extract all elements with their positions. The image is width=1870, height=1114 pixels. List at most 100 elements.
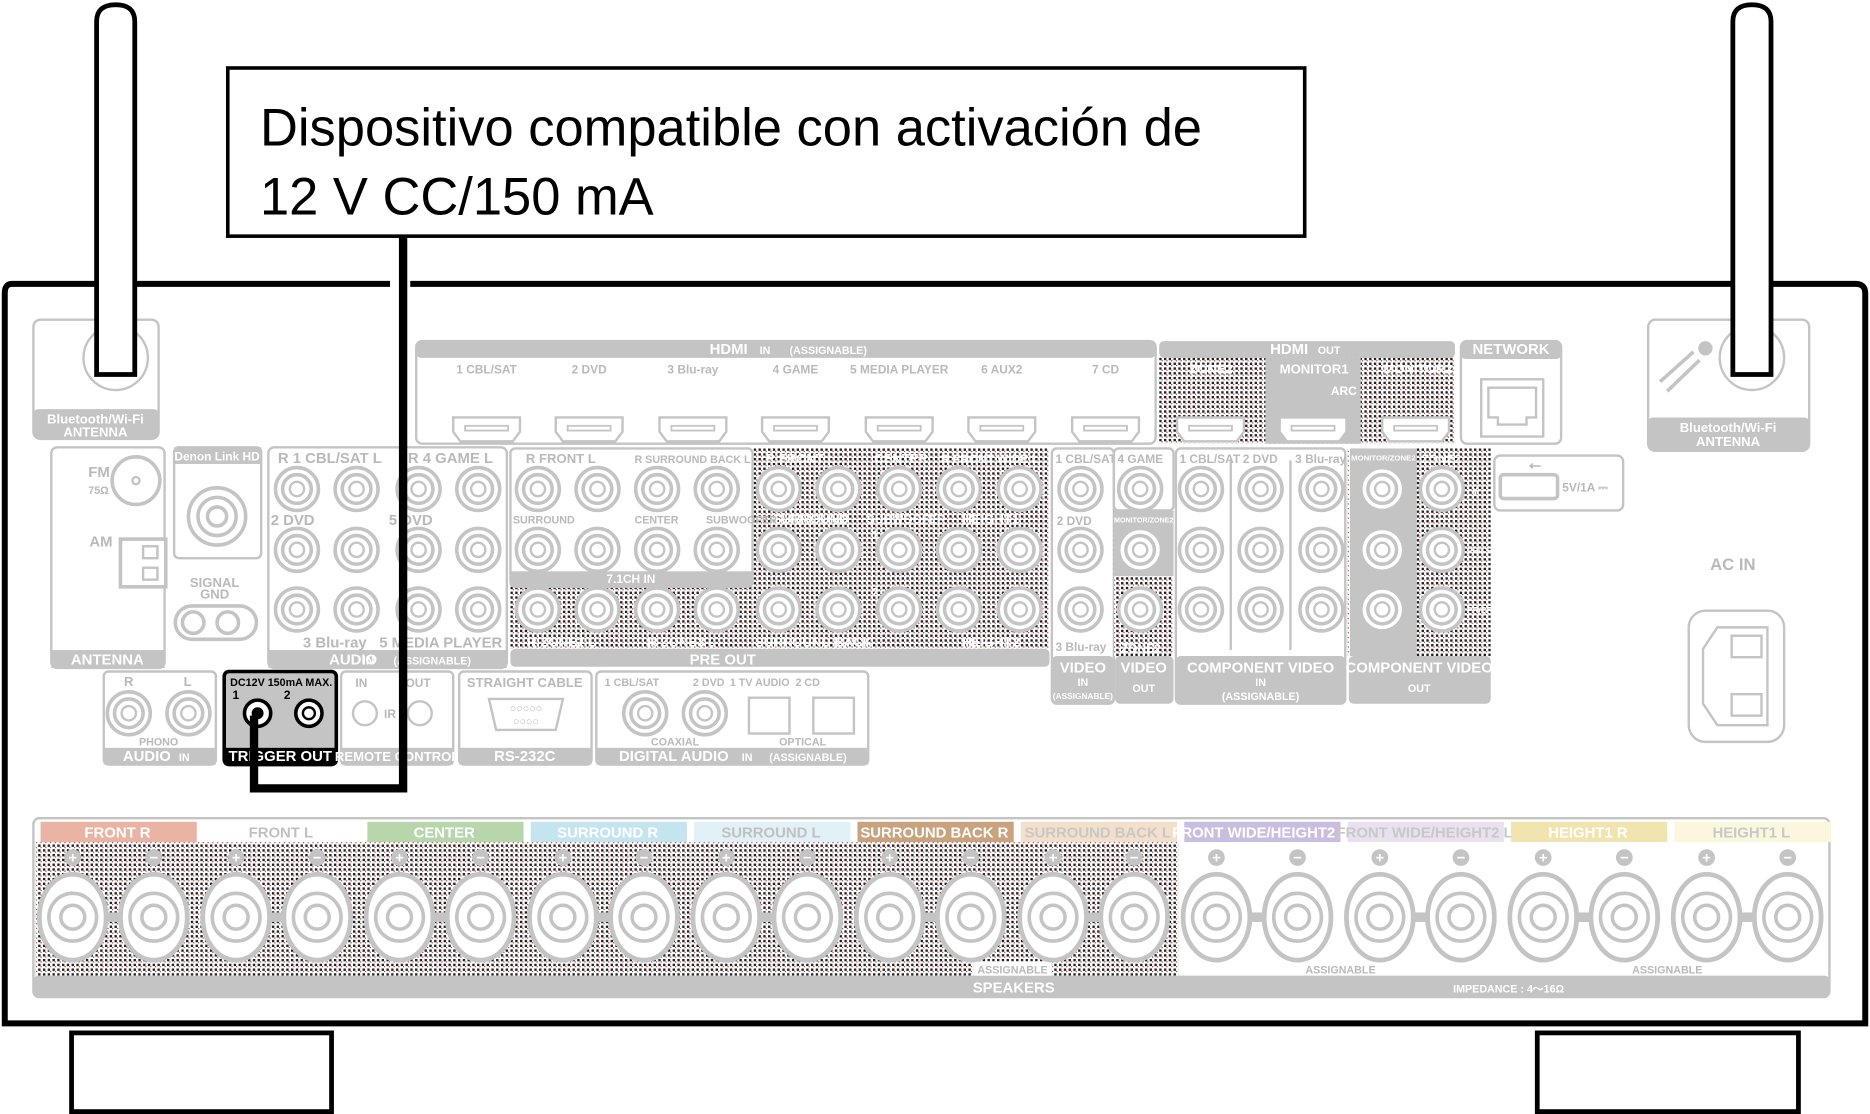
- component-in-jack[interactable]: [1177, 465, 1225, 513]
- pre-out-jack[interactable]: [755, 526, 803, 574]
- 7ch-in-jack[interactable]: [633, 526, 681, 574]
- usb-port[interactable]: [1498, 472, 1560, 501]
- video-in-jack[interactable]: [1057, 526, 1104, 574]
- ac-inlet[interactable]: [1687, 609, 1786, 744]
- 7ch-in-jack[interactable]: [574, 526, 621, 574]
- binding-post[interactable]: [1507, 871, 1580, 963]
- binding-post[interactable]: [1588, 871, 1661, 963]
- audio-in-jack[interactable]: [395, 586, 442, 633]
- hdmi-out-port[interactable]: [1381, 416, 1451, 443]
- audio-in-jack[interactable]: [333, 465, 380, 513]
- binding-post[interactable]: [853, 871, 926, 963]
- antenna-left[interactable]: [94, 2, 138, 377]
- zone-pre-out-jack[interactable]: [574, 586, 621, 633]
- video-out-jack[interactable]: [1116, 586, 1164, 633]
- pre-out-jack[interactable]: [935, 586, 983, 633]
- binding-post[interactable]: [1098, 871, 1170, 963]
- phono-jack[interactable]: [105, 689, 153, 737]
- binding-post[interactable]: [36, 871, 109, 963]
- hdmi-in-port[interactable]: [1070, 416, 1141, 443]
- pre-out-jack[interactable]: [935, 465, 983, 513]
- pre-out-jack[interactable]: [755, 465, 803, 513]
- audio-in-jack[interactable]: [273, 526, 321, 574]
- hdmi-out-port[interactable]: [1278, 416, 1348, 443]
- hdmi-in-port[interactable]: [451, 416, 522, 443]
- binding-post[interactable]: [935, 871, 1007, 963]
- hdmi-in-port[interactable]: [554, 416, 624, 443]
- pre-out-jack[interactable]: [755, 586, 803, 633]
- hdmi-in-port[interactable]: [967, 416, 1037, 443]
- 7ch-in-jack[interactable]: [633, 465, 681, 513]
- binding-post[interactable]: [363, 871, 436, 963]
- coaxial-jack[interactable]: [681, 689, 729, 737]
- binding-post[interactable]: [690, 871, 763, 963]
- zone-pre-out-jack[interactable]: [633, 586, 681, 633]
- optical-port-1[interactable]: [747, 696, 791, 735]
- binding-post[interactable]: [1425, 871, 1497, 963]
- audio-in-jack[interactable]: [454, 465, 502, 513]
- hdmi-in-port[interactable]: [760, 416, 831, 443]
- audio-in-jack[interactable]: [273, 586, 321, 633]
- component-in-jack[interactable]: [1237, 465, 1284, 513]
- component-in-jack[interactable]: [1237, 586, 1284, 633]
- audio-in-jack[interactable]: [454, 586, 502, 633]
- binding-post[interactable]: [444, 871, 517, 963]
- antenna-right[interactable]: [1730, 2, 1774, 377]
- 7ch-in-jack[interactable]: [693, 526, 741, 574]
- binding-post[interactable]: [608, 871, 680, 963]
- audio-in-jack[interactable]: [333, 526, 380, 574]
- component-in-jack[interactable]: [1298, 465, 1345, 513]
- video-in-jack[interactable]: [1116, 465, 1164, 513]
- component-out-jack[interactable]: [1418, 526, 1466, 574]
- component-in-jack[interactable]: [1177, 586, 1225, 633]
- binding-post[interactable]: [1180, 871, 1253, 963]
- binding-post[interactable]: [1344, 871, 1416, 963]
- 7ch-in-jack[interactable]: [514, 465, 562, 513]
- coaxial-jack[interactable]: [621, 689, 669, 737]
- pre-out-jack[interactable]: [815, 526, 862, 574]
- zone-pre-out-jack[interactable]: [693, 586, 741, 633]
- binding-post[interactable]: [1670, 871, 1743, 963]
- audio-in-jack[interactable]: [454, 526, 502, 574]
- pre-out-jack[interactable]: [875, 586, 923, 633]
- component-in-jack[interactable]: [1237, 526, 1284, 574]
- component-in-jack[interactable]: [1298, 526, 1345, 574]
- optical-port-2[interactable]: [812, 696, 856, 735]
- 7ch-in-jack[interactable]: [514, 526, 562, 574]
- binding-post[interactable]: [527, 871, 599, 963]
- rs232c-port[interactable]: [487, 697, 565, 732]
- zone-pre-out-jack[interactable]: [514, 586, 562, 633]
- binding-post[interactable]: [200, 871, 272, 963]
- pre-out-jack[interactable]: [996, 526, 1043, 574]
- component-in-jack[interactable]: [1298, 586, 1345, 633]
- component-out-jack[interactable]: [1358, 465, 1406, 513]
- component-out-jack[interactable]: [1418, 465, 1466, 513]
- binding-post[interactable]: [1751, 871, 1824, 963]
- pre-out-jack[interactable]: [996, 465, 1043, 513]
- pre-out-jack[interactable]: [996, 586, 1043, 633]
- hdmi-in-port[interactable]: [864, 416, 934, 443]
- binding-post[interactable]: [1261, 871, 1334, 963]
- audio-in-jack[interactable]: [333, 586, 380, 633]
- component-in-jack[interactable]: [1177, 526, 1225, 574]
- trigger-port-2[interactable]: [293, 698, 324, 729]
- binding-post[interactable]: [1017, 871, 1089, 963]
- phono-jack[interactable]: [165, 689, 212, 737]
- component-out-jack[interactable]: [1358, 586, 1406, 633]
- pre-out-jack[interactable]: [815, 465, 862, 513]
- pre-out-jack[interactable]: [875, 465, 923, 513]
- 7ch-in-jack[interactable]: [693, 465, 741, 513]
- 7ch-in-jack[interactable]: [574, 465, 621, 513]
- video-in-jack[interactable]: [1057, 465, 1104, 513]
- component-out-jack[interactable]: [1358, 526, 1406, 574]
- pre-out-jack[interactable]: [935, 526, 983, 574]
- audio-in-jack[interactable]: [273, 465, 321, 513]
- hdmi-in-port[interactable]: [658, 416, 728, 443]
- pre-out-jack[interactable]: [815, 586, 862, 633]
- video-out-jack[interactable]: [1116, 526, 1164, 574]
- component-out-jack[interactable]: [1418, 586, 1466, 633]
- video-in-jack[interactable]: [1057, 586, 1104, 633]
- hdmi-out-port[interactable]: [1175, 416, 1246, 443]
- binding-post[interactable]: [118, 871, 190, 963]
- binding-post[interactable]: [281, 871, 354, 963]
